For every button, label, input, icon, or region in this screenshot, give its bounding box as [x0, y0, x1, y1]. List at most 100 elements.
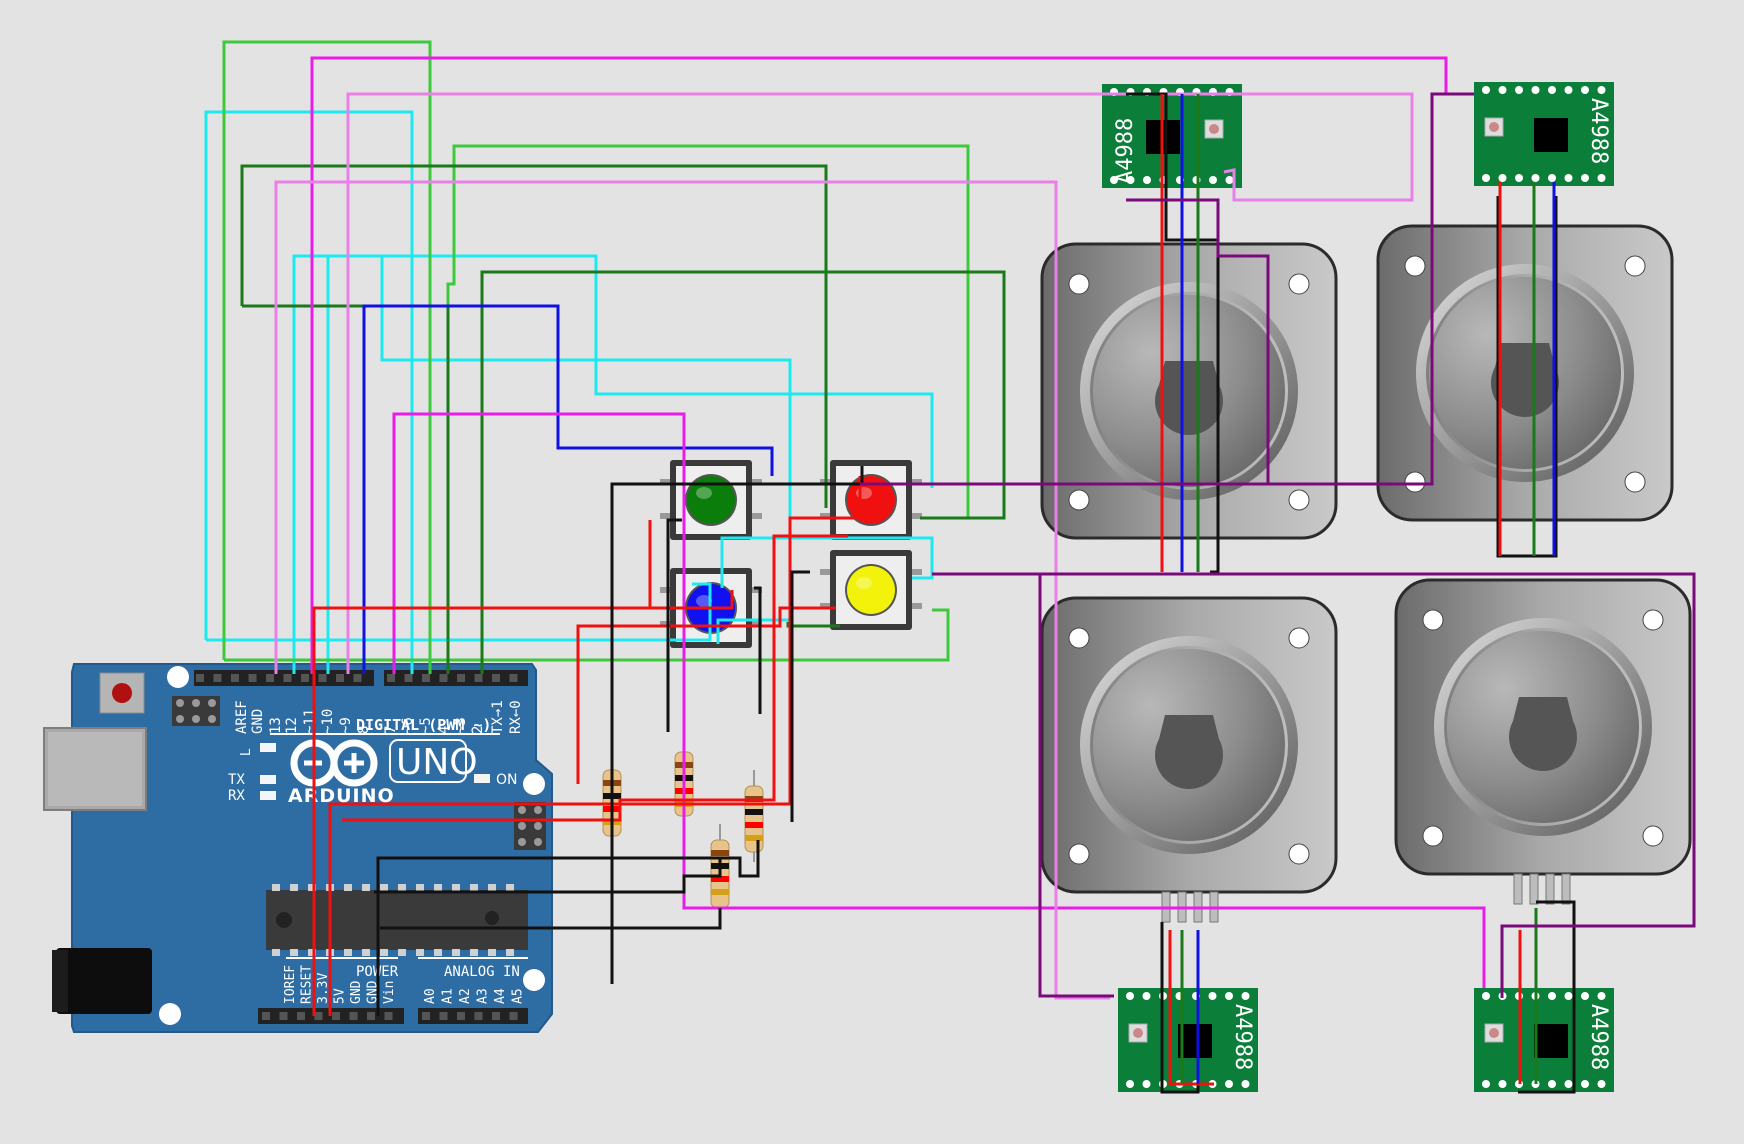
- wire-green: [222, 40, 432, 674]
- wire-red: [342, 534, 848, 822]
- digital-pin-label: TX→1: [490, 700, 506, 734]
- motor-mount-hole: [1068, 843, 1090, 865]
- rx-led-label: RX: [228, 788, 245, 804]
- motor-mount-hole: [1068, 627, 1090, 649]
- a4988-driver[interactable]: A4988: [1474, 82, 1614, 186]
- digital-pin-label: ~5: [418, 717, 434, 734]
- tx-led-label: TX: [228, 772, 245, 788]
- driver-label: A4988: [1113, 118, 1138, 184]
- digital-pin-label: 8: [356, 726, 372, 734]
- analog-header-label: ANALOG IN: [444, 964, 520, 980]
- driver-label: A4988: [1586, 98, 1611, 164]
- rx-led: [260, 791, 276, 800]
- mounting-hole: [523, 773, 545, 795]
- wire-cyan: [204, 110, 414, 674]
- icsp-header: [172, 696, 220, 726]
- power-pin-label: RESET: [300, 965, 315, 1004]
- power-pin-label: 3.3V: [316, 973, 331, 1004]
- digital-pin-holes: [196, 674, 518, 682]
- stepper-motor[interactable]: [1394, 578, 1692, 905]
- red-push-button[interactable]: [820, 460, 922, 540]
- driver-label: A4988: [1230, 1004, 1255, 1070]
- wire-black: [1496, 196, 1558, 558]
- on-led: [474, 774, 490, 783]
- l-led-label: L: [239, 748, 254, 756]
- wire-green: [224, 608, 950, 662]
- power-jack: [56, 948, 152, 1014]
- a4988-driver[interactable]: A4988: [1474, 988, 1614, 1092]
- a4988-driver[interactable]: A4988: [1118, 988, 1258, 1092]
- green-push-button[interactable]: [660, 460, 762, 540]
- digital-pin-label: 13: [268, 717, 284, 734]
- digital-pin-label: 12: [284, 717, 300, 734]
- digital-pin-label: ~6: [400, 717, 416, 734]
- arduino-model: UNO: [396, 742, 478, 783]
- stepper-motor[interactable]: [1376, 224, 1674, 522]
- digital-pin-label: ~10: [320, 709, 336, 734]
- motor-mount-hole: [1642, 825, 1664, 847]
- digital-pin-label: GND: [250, 709, 266, 734]
- power-pin-label: Vin: [382, 981, 397, 1004]
- stepper-motor[interactable]: [1040, 596, 1338, 923]
- wires: [204, 40, 1696, 1094]
- wire-pink: [274, 180, 1110, 1000]
- icsp-header-2: [514, 802, 546, 850]
- stepper-motor[interactable]: [1040, 242, 1338, 540]
- mounting-hole: [159, 1003, 181, 1025]
- analog-pin-label: A1: [441, 988, 456, 1004]
- digital-pin-label: ~3: [453, 717, 469, 734]
- wire-darkgreen: [480, 270, 1006, 674]
- on-led-label: ON: [496, 772, 518, 788]
- power-pin-label: 5V: [333, 988, 348, 1004]
- wire-cyan: [292, 254, 934, 674]
- wire-red: [328, 476, 862, 1016]
- analog-pin-label: A2: [458, 988, 473, 1004]
- wire-black: [610, 482, 670, 984]
- wire-black: [374, 858, 722, 894]
- digital-pin-label: RX←0: [508, 700, 524, 734]
- motor-mount-hole: [1288, 489, 1310, 511]
- motor-mount-hole: [1288, 627, 1310, 649]
- wire-black: [376, 840, 760, 1016]
- motor-mount-hole: [1404, 255, 1426, 277]
- wire-pink: [346, 92, 1414, 674]
- digital-header-label: DIGITAL (PWM ~): [356, 716, 491, 734]
- a4988-driver[interactable]: A4988: [1102, 84, 1242, 188]
- motor-mount-hole: [1642, 609, 1664, 631]
- analog-pin-label: A3: [476, 988, 491, 1004]
- power-pin-label: GND: [349, 980, 364, 1004]
- wire-cyan: [720, 536, 934, 588]
- motor-mount-hole: [1068, 273, 1090, 295]
- wire-darkgreen: [240, 164, 828, 508]
- motor-mount-hole: [1288, 273, 1310, 295]
- mounting-hole: [523, 969, 545, 991]
- motor-mount-hole: [1422, 825, 1444, 847]
- resistor[interactable]: [744, 770, 764, 862]
- motor-mount-hole: [1422, 609, 1444, 631]
- analog-pin-label: A5: [511, 988, 526, 1004]
- analog-pin-label: A0: [423, 988, 438, 1004]
- l-led: [260, 743, 276, 752]
- driver-label: A4988: [1586, 1004, 1611, 1070]
- digital-pin-label: 4: [436, 726, 452, 734]
- digital-pin-label: ~11: [302, 709, 318, 734]
- motor-mount-hole: [1624, 471, 1646, 493]
- wire-purple: [860, 198, 1270, 486]
- wire-black: [1126, 92, 1220, 574]
- wire-cyan: [206, 582, 712, 642]
- motor-mount-hole: [1624, 255, 1646, 277]
- wire-blue: [362, 304, 774, 674]
- digital-pin-label: AREF: [234, 700, 250, 734]
- wire-black: [666, 518, 682, 732]
- motor-mount-hole: [1404, 471, 1426, 493]
- bottom-pin-holes: [262, 1012, 518, 1020]
- atmega-chip: [266, 884, 528, 956]
- wire-purple: [932, 572, 1696, 998]
- power-pin-label: IOREF: [283, 965, 298, 1004]
- yellow-push-button[interactable]: [820, 550, 922, 630]
